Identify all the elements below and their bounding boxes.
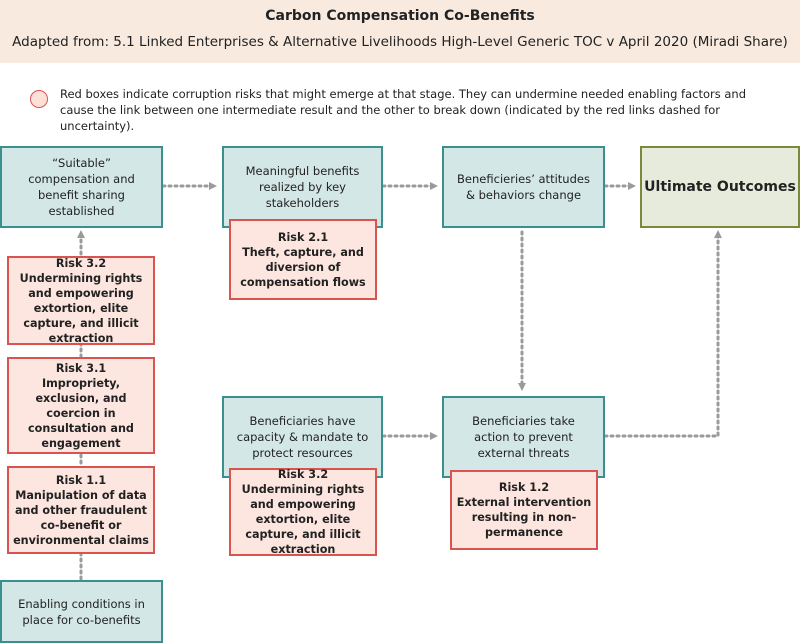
risk-1-2: Risk 1.2 External intervention resulting… (450, 470, 598, 550)
result-capacity-mandate-label: Beneficiaries have capacity & mandate to… (236, 414, 369, 460)
diagram-subtitle: Adapted from: 5.1 Linked Enterprises & A… (12, 34, 788, 50)
risk-3-2-mid-text: Undermining rights and empowering extort… (241, 483, 365, 556)
risk-1-1: Risk 1.1 Manipulation of data and other … (7, 466, 155, 554)
result-enabling-conditions-label: Enabling conditions in place for co-bene… (18, 596, 145, 627)
risk-3-1: Risk 3.1 Impropriety, exclusion, and coe… (7, 357, 155, 454)
risk-3-2-left-id: Risk 3.2 (55, 256, 107, 270)
risk-1-2-id: Risk 1.2 (498, 481, 550, 494)
risk-2-1: Risk 2.1 Theft, capture, and diversion o… (229, 219, 377, 300)
result-take-action-label: Beneficiaries take action to prevent ext… (472, 414, 575, 460)
result-meaningful-benefits: Meaningful benefits realized by key stak… (222, 146, 383, 228)
risk-3-1-id: Risk 3.1 (55, 361, 107, 375)
result-attitudes-change-label: Beneficieries’ attitudes & behaviors cha… (457, 172, 590, 202)
header-banner: Carbon Compensation Co-Benefits Adapted … (0, 0, 800, 63)
risk-1-2-text: External intervention resulting in non-p… (456, 496, 592, 539)
risk-3-2-mid: Risk 3.2 Undermining rights and empoweri… (229, 468, 377, 556)
risk-3-2-mid-id: Risk 3.2 (277, 468, 329, 481)
legend-text: Red boxes indicate corruption risks that… (60, 87, 747, 133)
legend-risk-marker (30, 90, 48, 108)
link-take-action-to-outcomes (603, 230, 722, 438)
risk-2-1-id: Risk 2.1 (277, 230, 329, 244)
risk-3-2-left-text: Undermining rights and empowering extort… (19, 271, 143, 345)
risk-3-1-text: Impropriety, exclusion, and coercion in … (28, 376, 134, 450)
risk-2-1-text: Theft, capture, and diversion of compens… (240, 245, 366, 289)
risk-3-2-left: Risk 3.2 Undermining rights and empoweri… (7, 256, 155, 345)
ultimate-outcomes-label: Ultimate Outcomes (644, 179, 796, 195)
result-meaningful-benefits-label: Meaningful benefits realized by key stak… (245, 164, 360, 210)
result-attitudes-change: Beneficieries’ attitudes & behaviors cha… (442, 146, 605, 228)
result-suitable-compensation: “Suitable” compensation and benefit shar… (0, 146, 163, 228)
ultimate-outcomes: Ultimate Outcomes (640, 146, 800, 228)
diagram-title: Carbon Compensation Co-Benefits (265, 8, 535, 24)
result-suitable-compensation-label: “Suitable” compensation and benefit shar… (28, 156, 135, 218)
result-take-action: Beneficiaries take action to prevent ext… (442, 396, 605, 478)
risk-1-1-text: Manipulation of data and other fraudulen… (13, 488, 149, 547)
result-capacity-mandate: Beneficiaries have capacity & mandate to… (222, 396, 383, 478)
result-enabling-conditions: Enabling conditions in place for co-bene… (0, 580, 163, 643)
risk-1-1-id: Risk 1.1 (55, 473, 107, 487)
